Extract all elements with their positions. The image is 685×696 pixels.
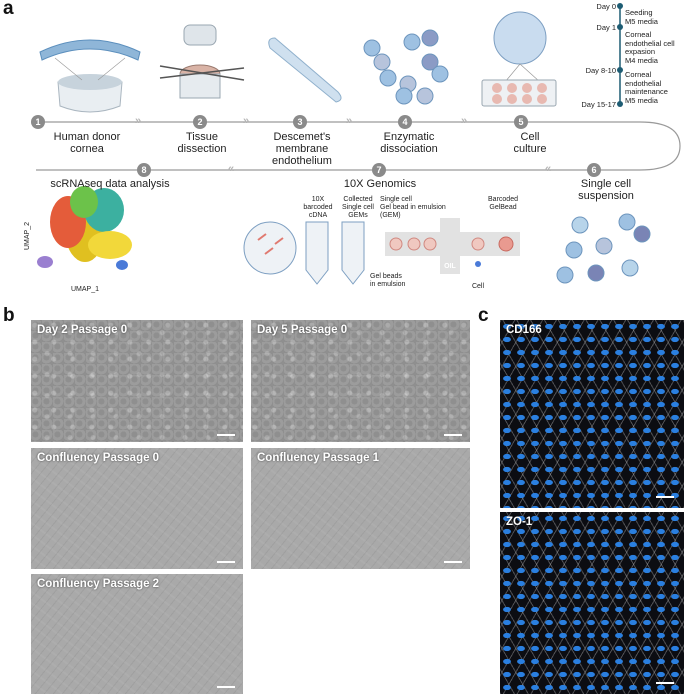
label-gems: Collected Single cell GEMs [342,196,374,219]
chevron-icon: » [461,115,467,127]
fluorescence-zo1: ZO-1 [500,512,684,694]
tissue-dissection-illustration [159,24,245,99]
micrograph-confluency-p1: Confluency Passage 1 [251,448,470,569]
step-number-8: 8 [137,163,151,177]
umap-y-label: UMAP_2 [24,222,31,251]
step-label-6: Single cell suspension [578,178,634,202]
panel-label-c: c [478,305,489,326]
label-gel-beads: Gel beads in emulsion [370,273,406,288]
timeline-day-0: Day 0 [596,2,616,11]
label-barcoded-gelbead: Barcoded GelBead [488,196,518,211]
chevron-icon: « [545,163,551,175]
timeline-text-2: Corneal endothelial maintenance M5 media [625,70,668,105]
chevron-icon: » [346,115,352,127]
step-label-5: Cell culture [513,131,547,155]
step-label-2: Tissue dissection [177,131,227,155]
step-number-3: 3 [293,115,307,129]
micrograph-confluency-p2: Confluency Passage 2 [31,574,243,694]
fluorescence-cd166: CD166 [500,320,684,508]
micrograph-caption: Confluency Passage 0 [37,452,160,464]
timeline-day-1: Day 1 [596,23,616,32]
micrograph-caption: Day 5 Passage 0 [257,324,348,336]
micrograph-caption: Day 2 Passage 0 [37,324,128,336]
scale-bar [444,561,462,563]
single-cell-suspension-illustration [556,213,651,284]
micrograph-day5-p0: Day 5 Passage 0 [251,320,470,442]
fluorescence-caption: CD166 [506,324,542,336]
chevron-icon: « [228,163,234,175]
scale-bar [217,561,235,563]
step-label-4: Enzymatic dissociation [380,131,438,155]
scale-bar [217,686,235,688]
step-number-6: 6 [587,163,601,177]
workflow-illustrations [36,3,681,285]
micrograph-caption: Confluency Passage 1 [257,452,380,464]
panel-label-b: b [3,305,15,326]
step-number-4: 4 [398,115,412,129]
umap-x-label: UMAP_1 [70,286,99,293]
step-label-8: scRNAseq data analysis [50,178,170,190]
label-oil: OIL [444,263,456,270]
step-label-3: Descemet's membrane endothelium [272,131,332,167]
label-cell: Cell [471,283,485,290]
step-number-7: 7 [372,163,386,177]
timeline-day-3: Day 15-17 [581,100,616,109]
label-single-cell-gem: Single cell Gel bead in emulsion (GEM) [380,196,446,219]
timeline-text-1: Corneal endothelial cell expasion M4 med… [625,30,675,65]
chevron-icon: » [135,115,141,127]
timeline-text-0: Seeding M5 media [625,8,658,26]
step-label-7: 10X Genomics [343,178,417,190]
step-number-5: 5 [514,115,528,129]
label-cdna: 10X barcoded cDNA [303,196,333,219]
descemet-membrane-illustration [268,37,342,103]
micrograph-day2-p0: Day 2 Passage 0 [31,320,243,442]
step-label-1: Human donor cornea [53,131,121,155]
scale-bar [656,682,674,684]
step-number-1: 1 [31,115,45,129]
cornea-illustration [39,39,141,113]
fluorescence-caption: ZO-1 [506,516,533,528]
cell-culture-plate-illustration [481,11,557,107]
timeline-day-2: Day 8-10 [585,66,616,75]
panel-label-a: a [3,0,14,19]
dissociated-cells-illustration [363,29,449,105]
genomics-illustration [243,218,520,285]
scale-bar [444,434,462,436]
scale-bar [217,434,235,436]
micrograph-caption: Confluency Passage 2 [37,578,160,590]
chevron-icon: » [243,115,249,127]
micrograph-confluency-p0: Confluency Passage 0 [31,448,243,569]
umap-plot-illustration [37,186,132,270]
scale-bar [656,496,674,498]
step-number-2: 2 [193,115,207,129]
